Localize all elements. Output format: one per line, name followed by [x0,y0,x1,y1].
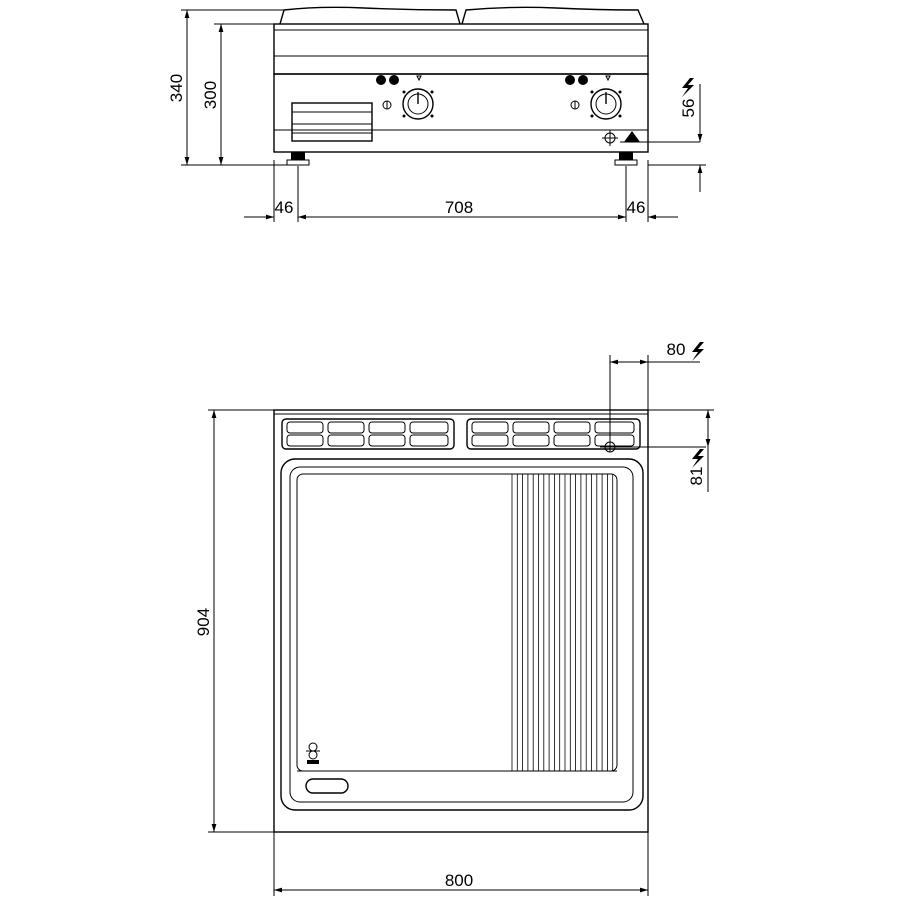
dim-foot-span: 708 [445,198,473,217]
dim-connection-height: 56 [679,99,698,118]
dim-body-height: 300 [201,81,220,109]
front-griddle-top-right [461,6,645,25]
front-upper-body [273,23,649,75]
indicator-lamp-icon [389,75,399,85]
front-griddle-top-left [279,6,461,25]
plate-outer-border [280,458,644,811]
thermometer-symbol-icon [416,75,422,82]
front-dimensions: 340 300 56 46 708 46 [167,9,706,222]
indicator-lamp-icon [578,75,588,85]
electric-connection-icon [624,131,640,142]
power-switch-icon [382,100,392,110]
dim-connection-from-right: 80 [667,340,686,359]
connection-point-icon [600,355,706,453]
dim-depth: 904 [194,608,213,636]
top-view [273,355,706,833]
thermostat-knob-icon [402,88,434,120]
plate-inner-border [289,466,634,803]
power-switch-icon [570,100,580,110]
ribbed-plate [511,474,614,771]
top-dimensions: 80 81 904 800 [194,340,714,896]
dim-width: 800 [445,871,473,890]
electric-bolt-icon [692,449,704,468]
plate-cooking-area [296,473,618,772]
grease-drawer [291,102,373,142]
dim-total-height: 340 [167,74,186,102]
rear-vent-right [466,418,641,450]
dim-right-foot-offset: 46 [627,198,646,217]
front-left-foot [286,152,310,166]
dim-connection-from-back: 81 [687,467,706,486]
electric-bolt-icon [682,78,694,97]
rear-vent-left [281,418,455,450]
thermometer-symbol-icon [605,75,611,82]
right-controls [565,75,622,120]
grease-outlet [305,778,349,794]
thermostat-knob-icon [590,88,622,120]
drain-symbol-icon [306,742,320,764]
front-right-foot [614,152,638,166]
top-outer-frame [273,409,649,833]
equipotential-terminal-icon [602,130,618,146]
left-controls [376,75,434,120]
dim-left-foot-offset: 46 [275,198,294,217]
indicator-lamp-icon [565,75,575,85]
electric-bolt-icon [692,342,704,361]
front-view [273,6,700,166]
indicator-lamp-icon [376,75,386,85]
